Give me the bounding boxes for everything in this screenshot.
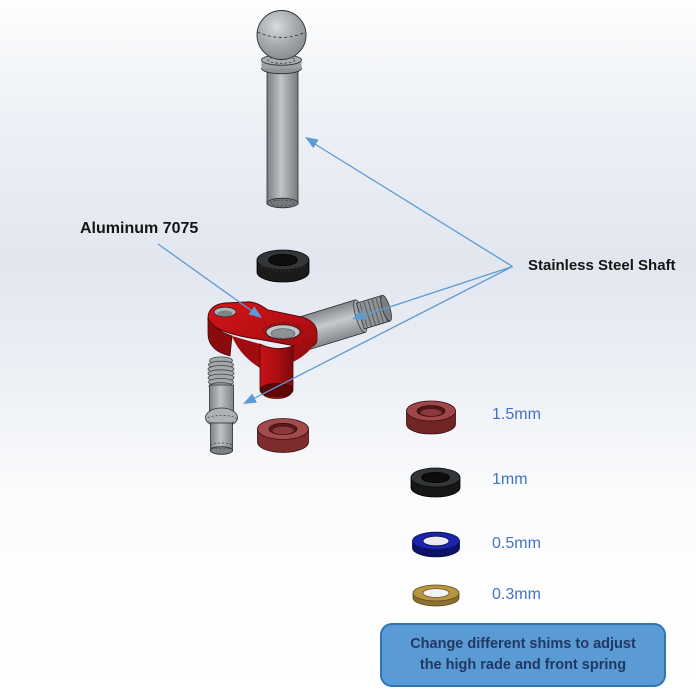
shim-thickness-label-1mm: 1mm (492, 471, 528, 488)
annotation-leaders (157, 137, 513, 404)
threaded-stud-part[interactable] (205, 356, 238, 455)
shim-0-3mm-part[interactable] (412, 584, 460, 607)
black-washer-edge-line (260, 265, 306, 272)
bracket-right-shoulder (293, 333, 317, 362)
shim-1mm-part[interactable] (410, 467, 461, 498)
red-washer-part[interactable] (257, 418, 309, 453)
bracket-arm-hole-inner (217, 310, 233, 317)
black-washer-hole (268, 253, 298, 266)
stainless-leader-line-stud (247, 265, 513, 403)
callout-text-line1: Change different shims to adjust (410, 636, 636, 652)
ball-equator-line (257, 31, 306, 38)
ball-end-shaft-part[interactable] (256, 10, 307, 209)
shim-0-3mm-hole (422, 588, 450, 598)
stainless-arrowhead-stud-icon (243, 393, 257, 404)
shim-0-5mm-hole (422, 535, 450, 547)
stainless-leader-line-pivot (355, 265, 513, 319)
shaft-bottom-edge-line (270, 199, 295, 207)
shim-1-5mm-hole-inner (420, 408, 442, 417)
shim-thickness-label-0-3mm: 0.3mm (492, 586, 541, 603)
shaft-bottom-cap[interactable] (266, 197, 299, 209)
bracket-tangent-edge-line (263, 322, 303, 340)
aluminum-arrowhead-icon (248, 306, 262, 318)
aluminum-material-label: Aluminum 7075 (80, 220, 199, 237)
callout-text-line2: the high rade and front spring (419, 657, 627, 673)
stainless-arrowhead-pivot-icon (352, 310, 366, 320)
stainless-leader-line-shaft (309, 140, 513, 268)
shim-adjustment-callout-box: Change different shims to adjust the hig… (380, 623, 666, 687)
aluminum-leader-line (157, 243, 260, 317)
shim-thickness-label-1-5mm: 1.5mm (492, 406, 541, 423)
aluminum-bracket-part[interactable] (207, 301, 318, 399)
stainless-material-label: Stainless Steel Shaft (528, 257, 676, 274)
red-washer-edge-line (260, 434, 306, 440)
bracket-hub-bottom (259, 383, 294, 397)
shim-1mm-hole (421, 471, 450, 484)
collar-edge-line (267, 56, 296, 64)
red-washer-hole-inner (272, 426, 294, 435)
shim-0-5mm-part[interactable] (412, 531, 460, 558)
bracket-left-side-face[interactable] (207, 317, 233, 357)
shim-1-5mm-part[interactable] (406, 400, 456, 435)
black-washer-part[interactable] (256, 249, 310, 283)
ball-knob[interactable] (256, 10, 307, 60)
shaft-body[interactable] (266, 65, 299, 205)
stud-bottom-edge-line (210, 442, 233, 450)
shim-thickness-label-0-5mm: 0.5mm (492, 535, 541, 552)
bracket-boss-hole-inner (270, 328, 296, 339)
bracket-web-face (232, 336, 260, 368)
stainless-arrowhead-shaft-icon (305, 137, 319, 149)
